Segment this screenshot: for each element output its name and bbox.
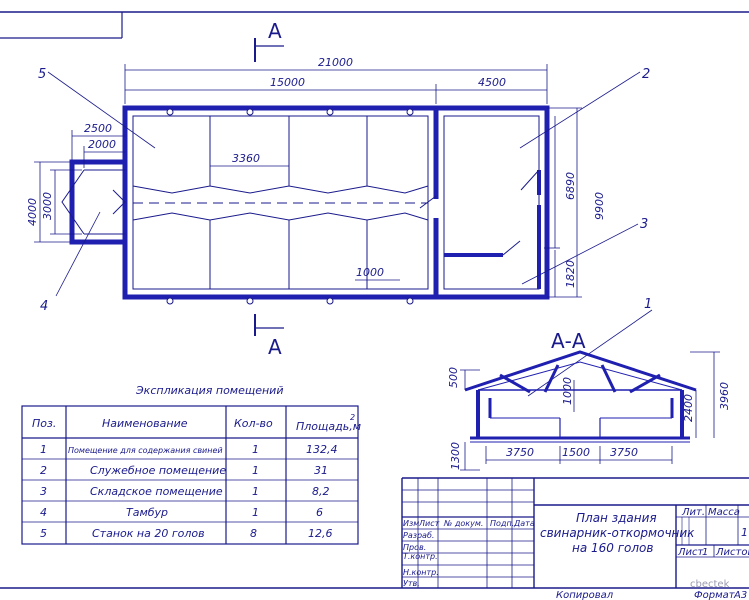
section-title: А-А — [551, 329, 586, 353]
explication-row-name: Станок на 20 голов — [92, 527, 205, 540]
stamp-sheet-no: 1 — [702, 547, 708, 558]
stamp-lit: Лит. — [681, 507, 705, 518]
section-dim-1500: 1500 — [562, 446, 590, 459]
dim-service-length: 4500 — [478, 76, 506, 89]
section-dim-2400: 2400 — [682, 394, 695, 422]
dim-porch-height: 4000 — [26, 198, 39, 226]
stamp-col-date: Дата — [513, 519, 535, 528]
stamp-title-line-1: План здания — [576, 511, 657, 525]
stamp-role-razrab: Разраб. — [403, 531, 434, 540]
explication-header-qty: Кол-во — [234, 417, 273, 430]
stamp-col-sign: Подп. — [490, 519, 514, 528]
stamp-format-value: А3 — [733, 590, 747, 600]
dim-door: 1000 — [356, 266, 384, 279]
stamp-copied: Копировал — [556, 590, 614, 600]
stamp-col-list: Лист — [418, 519, 440, 528]
section-dim-3960: 3960 — [718, 382, 731, 410]
dim-height-total: 9900 — [593, 192, 606, 220]
section-mark-bottom: A — [268, 335, 282, 359]
explication-caption: Экспликация помещений — [135, 384, 284, 397]
sheet-frame — [0, 11, 749, 589]
plan-section-markers — [254, 38, 284, 336]
stamp-scale-value: 1 — [741, 526, 748, 539]
explication-row-area: 31 — [314, 464, 328, 477]
explication-row-qty: 1 — [252, 485, 259, 498]
explication-row-qty: 1 — [252, 443, 259, 456]
explication-row-name: Помещение для содержания свиней — [68, 446, 223, 455]
explication-row: 1 Помещение для содержания свиней 1 132,… — [40, 443, 338, 456]
stamp-sheets: Листов — [715, 547, 749, 558]
explication-table: Экспликация помещений Поз. Наименование … — [21, 384, 361, 545]
section-dim-1300: 1300 — [449, 442, 462, 470]
dim-pen-width: 3360 — [232, 152, 260, 165]
explication-row-pos: 4 — [40, 506, 47, 519]
explication-row-name: Тамбур — [126, 506, 168, 519]
explication-row-area: 6 — [316, 506, 323, 519]
explication-row-pos: 1 — [40, 443, 47, 456]
section-outline — [464, 350, 697, 443]
dim-porch-outer: 2500 — [84, 122, 112, 135]
dim-height-storage: 1820 — [564, 260, 577, 288]
dim-height-office: 6890 — [564, 172, 577, 200]
watermark: cbectek — [690, 579, 730, 590]
explication-row-qty: 8 — [250, 527, 257, 540]
stamp-col-izm: Изм — [403, 519, 419, 528]
section-dim-1000: 1000 — [561, 377, 574, 405]
callout-1: 1 — [644, 297, 652, 312]
stamp-title-line-3: на 160 голов — [572, 541, 653, 555]
section-dim-3750-right: 3750 — [610, 446, 638, 459]
stamp-role-tkontr: Т.контр. — [403, 552, 438, 561]
dim-main-length: 15000 — [270, 76, 305, 89]
section-dim-3750-left: 3750 — [506, 446, 534, 459]
plan-internal-lines — [61, 115, 541, 290]
stamp-format: Формат — [694, 590, 736, 600]
callout-2: 2 — [642, 67, 650, 82]
callout-4: 4 — [40, 299, 48, 314]
explication-row-pos: 5 — [40, 527, 47, 540]
explication-row-pos: 2 — [40, 464, 47, 477]
stamp-massa: Масса — [708, 507, 740, 518]
stamp-role-nkontr: Н.контр. — [403, 568, 439, 577]
explication-row-qty: 1 — [252, 464, 259, 477]
callout-3: 3 — [640, 217, 648, 232]
stamp-sheet: Лист — [677, 547, 705, 558]
callout-leaders — [47, 71, 653, 397]
explication-row-qty: 1 — [252, 506, 259, 519]
stamp-role-utv: Утв. — [403, 579, 420, 588]
explication-row-area: 8,2 — [312, 485, 330, 498]
explication-row-area: 12,6 — [308, 527, 333, 540]
explication-row-pos: 3 — [40, 485, 47, 498]
dim-total-length: 21000 — [318, 56, 353, 69]
explication-row: 5 Станок на 20 голов 8 12,6 — [40, 527, 333, 540]
title-block: Изм Лист № докум. Подп. Дата Разраб. Про… — [401, 477, 749, 600]
plan-dimension-lines — [34, 64, 582, 298]
section-dimension-lines — [460, 351, 720, 471]
section-mark-top: A — [268, 19, 282, 43]
explication-header-area-sup: 2 — [350, 413, 355, 422]
dim-porch-inner-height: 3000 — [41, 192, 54, 220]
explication-row: 2 Служебное помещение 1 31 — [40, 464, 328, 477]
floor-plan: A A 21000 15000 4500 2500 2000 3360 1000… — [26, 19, 653, 397]
plan-wall-posts — [166, 108, 414, 305]
explication-header-pos: Поз. — [32, 417, 56, 430]
explication-row: 3 Складское помещение 1 8,2 — [40, 485, 330, 498]
explication-row-name: Служебное помещение — [90, 464, 226, 477]
section-dim-500: 500 — [447, 367, 460, 388]
dim-porch-inner: 2000 — [88, 138, 116, 151]
explication-row-name: Складское помещение — [90, 485, 223, 498]
stamp-title-line-2: свинарник-откормочник — [540, 526, 695, 540]
explication-row: 4 Тамбур 1 6 — [40, 506, 323, 519]
stamp-role-prov: Пров. — [403, 543, 426, 552]
callout-5: 5 — [38, 67, 46, 82]
explication-header-area: Площадь,м — [296, 420, 361, 433]
explication-header-name: Наименование — [102, 417, 188, 430]
section-view: А-А 500 1000 2400 3960 1300 3750 1500 37… — [447, 329, 731, 471]
stamp-col-doc: № докум. — [443, 519, 483, 528]
explication-row-area: 132,4 — [306, 443, 338, 456]
